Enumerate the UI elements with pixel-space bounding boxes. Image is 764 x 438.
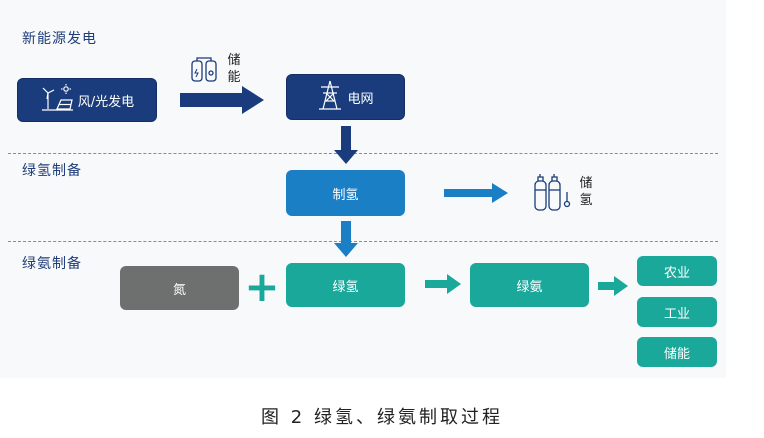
node-green-nh3-label: 绿氨	[516, 279, 543, 295]
node-green-h2-label: 绿氢	[332, 279, 359, 295]
node-grid-label: 电网	[347, 91, 374, 107]
gas-cylinder-icon	[530, 172, 574, 216]
node-green-h2: 绿氢	[286, 263, 405, 307]
section-label-new-energy: 新能源发电	[22, 31, 97, 47]
arrow-to-applications	[598, 276, 628, 296]
battery-icon	[189, 55, 219, 87]
arrow-grid-to-h2	[334, 126, 358, 164]
node-green-nh3: 绿氨	[470, 263, 589, 307]
node-h2-production-label: 制氢	[332, 187, 359, 203]
node-industry-label: 工业	[663, 306, 690, 322]
plus-sign: +	[244, 262, 280, 311]
node-nitrogen-label: 氮	[172, 282, 186, 298]
node-energy-storage-label: 储能	[663, 346, 690, 362]
section-divider	[8, 241, 718, 242]
node-industry: 工业	[637, 297, 717, 327]
arrow-to-grid	[180, 86, 264, 114]
h2-storage-label-top: 储	[579, 176, 593, 191]
arrow-to-green-nh3	[425, 274, 461, 294]
node-agriculture: 农业	[637, 256, 717, 286]
h2-storage-label-bottom: 氢	[579, 193, 593, 208]
node-h2-production: 制氢	[286, 170, 405, 216]
section-divider	[8, 153, 718, 154]
node-nitrogen: 氮	[120, 266, 239, 310]
power-tower-icon	[317, 79, 343, 115]
node-wind-solar: 风/光发电	[17, 78, 157, 122]
node-grid: 电网	[286, 74, 405, 120]
energy-storage-label-bottom: 能	[227, 70, 241, 85]
arrow-h2-to-green-h2	[334, 221, 358, 257]
section-label-green-hydrogen: 绿氢制备	[22, 163, 82, 179]
figure-caption: 图 2 绿氢、绿氨制取过程	[261, 407, 503, 428]
node-agriculture-label: 农业	[663, 265, 690, 281]
node-energy-storage: 储能	[637, 337, 717, 367]
energy-storage-label-top: 储	[227, 53, 241, 68]
wind-turbine-icon	[40, 83, 74, 117]
node-wind-solar-label: 风/光发电	[77, 94, 135, 110]
arrow-to-h2-storage	[444, 183, 508, 203]
section-label-green-ammonia: 绿氨制备	[22, 256, 82, 272]
